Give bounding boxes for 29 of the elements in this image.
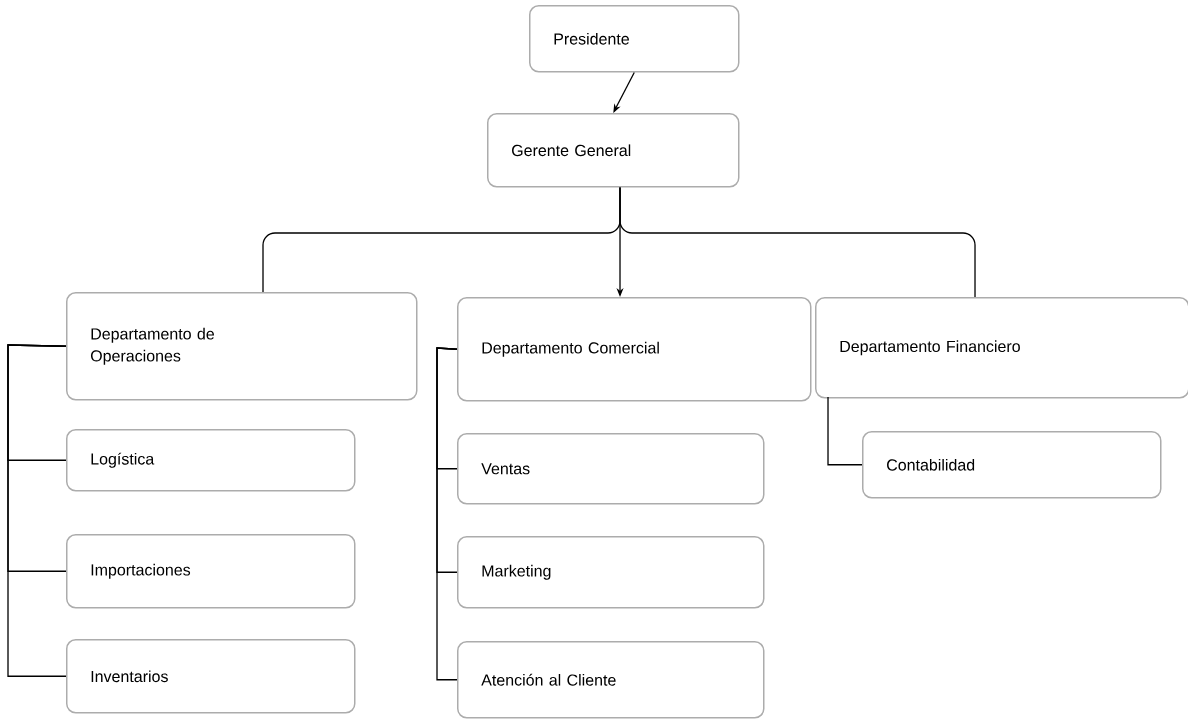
org-box — [66, 534, 356, 609]
node-label: Departamento de Operaciones — [90, 327, 214, 365]
node-label: Importaciones — [91, 563, 191, 579]
connector — [613, 71, 635, 113]
org-box — [487, 113, 740, 188]
node-label: Atención al Cliente — [481, 673, 616, 686]
connector — [827, 396, 863, 466]
node-label: Departamento Financiero — [840, 340, 1020, 356]
connector — [436, 347, 458, 681]
connector — [7, 344, 67, 677]
node-label: Gerente General — [512, 144, 631, 157]
org-box — [457, 641, 765, 719]
org-box — [66, 429, 356, 492]
org-box — [529, 5, 740, 73]
org-box — [862, 431, 1162, 499]
node-label: Ventas — [481, 463, 530, 475]
node-label: Presidente — [554, 32, 629, 45]
org-box — [66, 639, 356, 714]
node-label: Inventarios — [91, 670, 168, 683]
node-label: Contabilidad — [887, 458, 975, 471]
node-label: Marketing — [482, 564, 551, 580]
org-box — [815, 297, 1188, 399]
node-label: Logística — [91, 452, 155, 468]
node-label: Departamento Comercial — [482, 341, 659, 357]
org-box — [457, 297, 812, 402]
org-box — [457, 433, 765, 505]
connector — [619, 186, 976, 298]
org-box — [66, 292, 418, 401]
org-box — [457, 536, 765, 609]
